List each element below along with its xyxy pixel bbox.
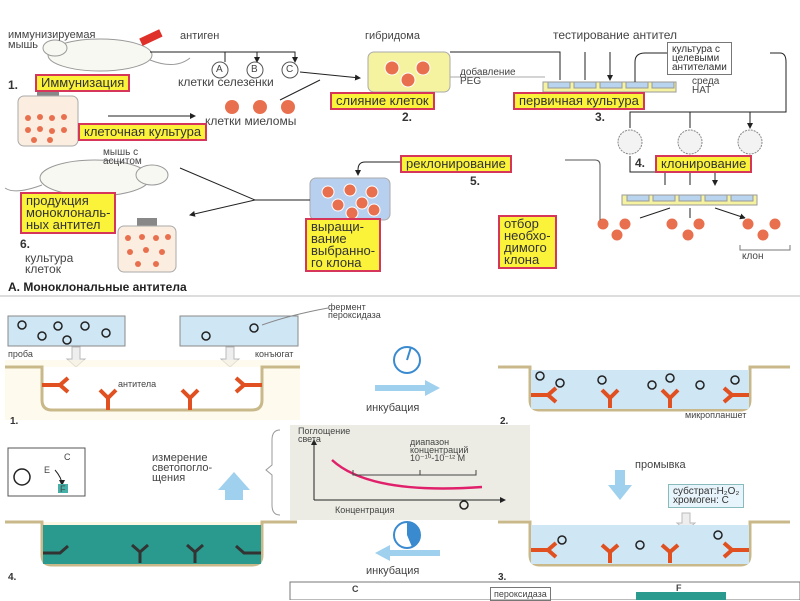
cell-a: A bbox=[216, 64, 223, 75]
step-4-number: 4. bbox=[635, 156, 646, 170]
elisa-step-2: 2. bbox=[500, 416, 509, 427]
well-4 bbox=[5, 520, 297, 567]
cell-culture-2-label: культура клеток bbox=[25, 251, 74, 276]
target-culture-label: культура с целевыми антителами bbox=[667, 42, 732, 75]
arrow-down-icon bbox=[608, 470, 632, 500]
myeloma-cells-label: клетки миеломы bbox=[205, 114, 297, 128]
clone-label: клон bbox=[742, 251, 764, 262]
beaker-icon bbox=[309, 177, 391, 221]
elisa-step-1: 1. bbox=[10, 416, 19, 427]
step-3-label: первичная культура bbox=[513, 92, 645, 110]
grow-clone-label: выращи- вание выбранно- го клона bbox=[305, 218, 382, 272]
antigen-label: антиген bbox=[180, 30, 220, 42]
conjugate-label: конъюгат bbox=[255, 349, 294, 359]
graph-xlabel: Концентрация bbox=[335, 505, 395, 515]
select-clone-label: отбор необхо- димого клона bbox=[498, 215, 557, 269]
hybridoma-label: гибридома bbox=[365, 30, 420, 42]
well-3 bbox=[498, 520, 790, 567]
elisa-step-3: 3. bbox=[498, 572, 507, 583]
sample-label: проба bbox=[8, 349, 33, 359]
product-f: F bbox=[60, 484, 66, 494]
step-3-number: 3. bbox=[595, 110, 606, 124]
legend-f: F bbox=[676, 583, 682, 593]
step-2-label: слияние клеток bbox=[330, 92, 435, 110]
add-peg-label: добавление PEG bbox=[460, 67, 516, 87]
step-6-number: 6. bbox=[20, 237, 31, 251]
cell-c: C bbox=[286, 64, 294, 75]
step-4-label: клонирование bbox=[655, 155, 753, 173]
well-2 bbox=[498, 365, 790, 412]
cell-culture-label: клеточная культура bbox=[78, 123, 208, 141]
legend-c: C bbox=[352, 584, 359, 594]
arrow-right-icon bbox=[375, 380, 440, 396]
wash-label: промывка bbox=[635, 459, 686, 471]
absorbance-graph bbox=[290, 425, 530, 520]
incubation-label-1: инкубация bbox=[366, 402, 420, 414]
reaction-box bbox=[7, 447, 86, 497]
elisa-step-4: 4. bbox=[8, 572, 17, 583]
syringe-icon bbox=[139, 29, 163, 46]
step-6-label: продукция моноклональ- ных антител bbox=[20, 192, 117, 234]
well-1 bbox=[5, 360, 300, 420]
bottle-icon bbox=[117, 218, 177, 273]
graph-range-label: диапазон концентраций 10⁻¹⁰-10⁻¹² М bbox=[410, 437, 469, 463]
step-5-label: реклонирование bbox=[400, 155, 512, 173]
legend-peroxidase: пероксидаза bbox=[490, 587, 551, 601]
beaker-icon bbox=[367, 51, 451, 93]
cell-b: B bbox=[251, 64, 258, 75]
step-5-number: 5. bbox=[470, 174, 481, 188]
immunized-mouse-label: иммунизируемая мышь bbox=[8, 29, 96, 51]
mouse-icon bbox=[42, 38, 191, 72]
microplate-label: микропланшет bbox=[685, 410, 747, 420]
step-2-number: 2. bbox=[402, 110, 413, 124]
spleen-cells-label: клетки селезенки bbox=[178, 75, 274, 89]
arrow-left-icon bbox=[375, 545, 440, 561]
arrow-up-icon bbox=[218, 472, 250, 500]
hat-medium-label: среда НАТ bbox=[692, 76, 720, 96]
incubation-label-2: инкубация bbox=[366, 565, 420, 577]
enzyme-e: E bbox=[44, 465, 51, 475]
ascites-mouse-label: мышь с асцитом bbox=[103, 147, 142, 167]
section-a-title: А. Моноклональные антитела bbox=[8, 280, 187, 294]
step-1-number: 1. bbox=[8, 78, 19, 92]
bottle-icon bbox=[17, 88, 79, 147]
substrate-box: субстрат:H₂O₂ хромоген: C bbox=[668, 484, 745, 508]
graph-ylabel: Поглощение света bbox=[298, 426, 351, 444]
antibodies-label: антитела bbox=[118, 379, 157, 389]
antibody-testing-label: тестирование антител bbox=[553, 28, 677, 42]
mouse-icon bbox=[4, 159, 169, 197]
measure-absorbance-label: измерение светопогло- щения bbox=[152, 452, 213, 484]
peroxidase-enzyme-label: фермент пероксидаза bbox=[328, 302, 381, 320]
chromogen-c: C bbox=[64, 452, 71, 462]
timer-icon bbox=[393, 346, 421, 374]
step-1-label: Иммунизация bbox=[35, 74, 131, 92]
timer-icon bbox=[393, 521, 421, 549]
